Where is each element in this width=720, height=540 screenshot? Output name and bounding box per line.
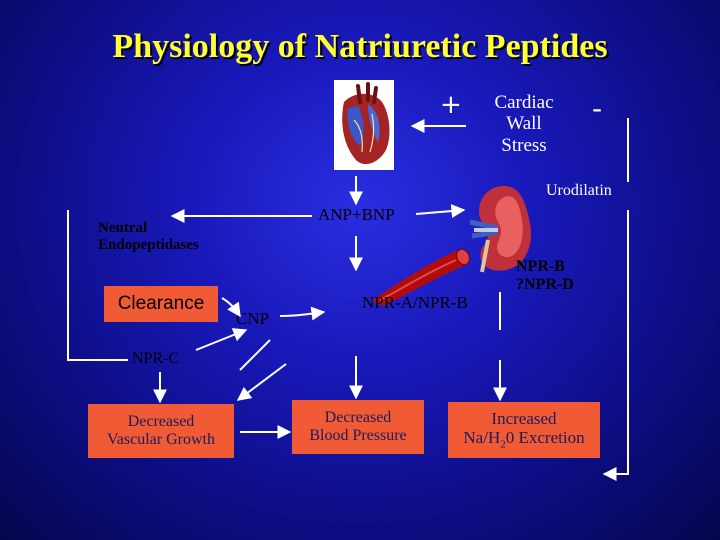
page-title: Physiology of Natriuretic Peptides [112, 28, 608, 65]
cnp-label: CNP [236, 309, 270, 328]
npr-a-npr-b-label: NPR-A/NPR-B [362, 293, 468, 312]
cnp-to-receptor-arrow [279, 306, 326, 321]
npr-c-to-cnp-arrow [195, 328, 248, 351]
neutral-endopeptidases-label: Neutral Endopeptidases [98, 220, 199, 253]
decreased-blood-pressure-box: Decreased Blood Pressure [292, 400, 424, 454]
anp-bnp-label: ANP+BNP [318, 205, 395, 224]
cardiac-wall-stress-label: Cardiac Wall Stress [494, 92, 554, 156]
heart-icon [334, 80, 394, 170]
anp-to-kidney-arrow [415, 204, 466, 219]
npr-b-npr-d-label: NPR-B ?NPR-D [516, 258, 574, 293]
urodilatin-label: Urodilatin [546, 182, 612, 199]
plus-sign: + [440, 90, 462, 120]
blood-vessel-icon [366, 244, 474, 306]
clearance-cnp-arrow [221, 297, 241, 318]
increased-excretion-box: Increased Na/H20 Excretion [448, 402, 600, 458]
decreased-vascular-growth-box: Decreased Vascular Growth [88, 404, 234, 458]
feedback-arrow-right [604, 118, 629, 474]
npr-c-label: NPR-C [132, 350, 180, 367]
nep-npr-c-loop [67, 210, 128, 361]
minus-sign: - [592, 92, 603, 125]
clearance-box: Clearance [104, 286, 218, 322]
kidney-icon [468, 182, 536, 274]
cnp-to-vascular-arrow [239, 339, 271, 371]
